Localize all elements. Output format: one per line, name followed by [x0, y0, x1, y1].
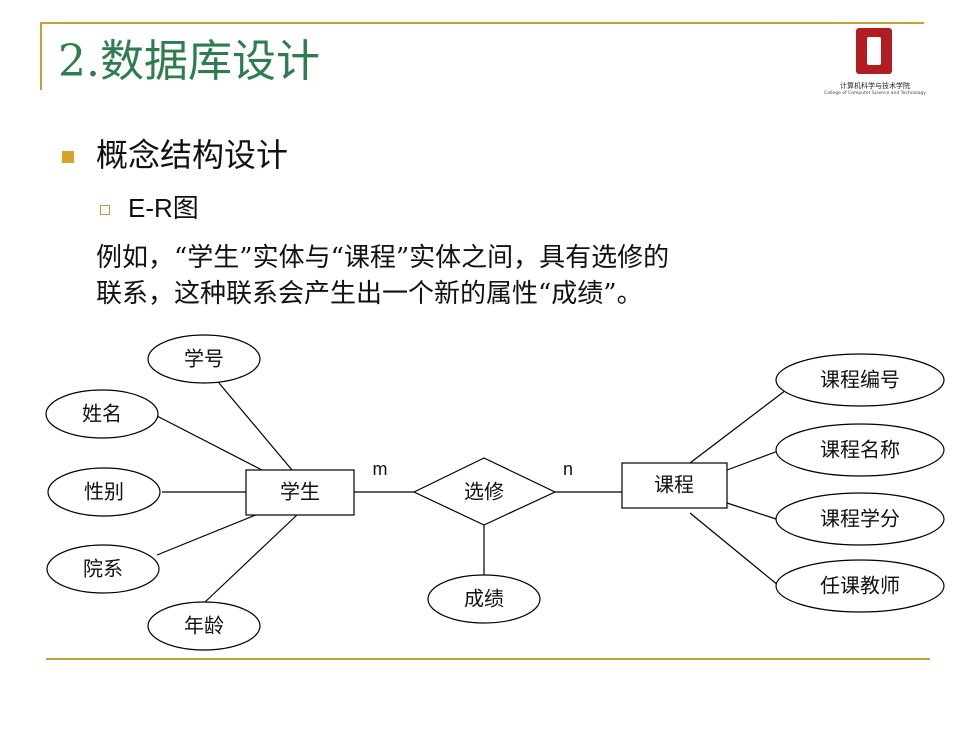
connector-student-dept: [156, 513, 259, 556]
attr-ellipse-course-name: [775, 423, 945, 477]
connector-student-age: [203, 513, 299, 604]
attr-student-id: 学号: [184, 347, 224, 371]
entity-student-label: 学生: [280, 480, 320, 504]
bullet-level2-text: E-R图: [128, 190, 199, 227]
connector-course-credit: [726, 502, 777, 520]
connector-student-name: [156, 415, 263, 471]
entity-box-course: [621, 462, 728, 509]
bottom-rule: [46, 658, 930, 660]
example-paragraph: 例如，“学生”实体与“课程”实体之间，具有选修的 联系，这种联系会产生出一个新的…: [96, 240, 926, 312]
entity-box-student: [245, 469, 355, 516]
attr-ellipse-student-id: [147, 334, 261, 384]
paragraph-line-1: 例如，“学生”实体与“课程”实体之间，具有选修的: [96, 243, 670, 273]
left-rule: [40, 22, 42, 90]
attr-ellipse-course-teacher: [775, 559, 945, 613]
attr-ellipse-grade: [427, 574, 541, 624]
attr-ellipse-student-name: [45, 389, 159, 439]
bullet-level1-text: 概念结构设计: [96, 136, 289, 174]
attr-course-teacher: 任课教师: [820, 574, 900, 598]
connector-student-id: [218, 382, 293, 471]
slide-title: 2.数据库设计: [58, 36, 320, 87]
bullet-level2-latin: E-R: [128, 193, 173, 223]
attr-grade: 成绩: [464, 587, 504, 611]
attr-course-credit: 课程学分: [820, 507, 900, 531]
connector-course-teacher: [689, 512, 785, 591]
attr-student-gender: 性别: [84, 480, 124, 504]
connector-course-id: [689, 389, 787, 464]
attr-student-dept: 院系: [83, 557, 123, 581]
entity-course-label: 课程: [654, 473, 694, 497]
hollow-square-bullet-icon: [100, 205, 110, 215]
relationship-diamond: [412, 457, 557, 526]
college-logo: 计算机科学与技术学院 College of Computer Science a…: [820, 26, 930, 106]
attr-ellipse-course-credit: [775, 492, 945, 546]
cardinality-n: n: [563, 459, 573, 479]
square-bullet-icon: [62, 151, 74, 163]
attr-ellipse-student-dept: [46, 544, 160, 594]
relationship-label: 选修: [464, 480, 504, 504]
attr-ellipse-student-age: [147, 601, 261, 651]
bullet-level2-cn: 图: [172, 194, 199, 224]
attr-student-age: 年龄: [184, 614, 224, 638]
attr-student-name: 姓名: [82, 402, 122, 426]
paragraph-line-2: 联系，这种联系会产生出一个新的属性“成绩”。: [96, 279, 643, 309]
logo-name-cn: 计算机科学与技术学院: [840, 82, 910, 90]
logo-emblem-icon: [856, 28, 892, 74]
attr-ellipse-course-id: [775, 353, 945, 407]
attr-ellipse-student-gender: [47, 467, 161, 517]
attr-course-id: 课程编号: [820, 368, 900, 392]
top-rule: [40, 22, 924, 24]
logo-name-en: College of Computer Science and Technolo…: [824, 91, 926, 96]
cardinality-m: m: [373, 459, 388, 479]
connector-course-name: [726, 450, 779, 471]
attr-course-name: 课程名称: [820, 438, 900, 462]
